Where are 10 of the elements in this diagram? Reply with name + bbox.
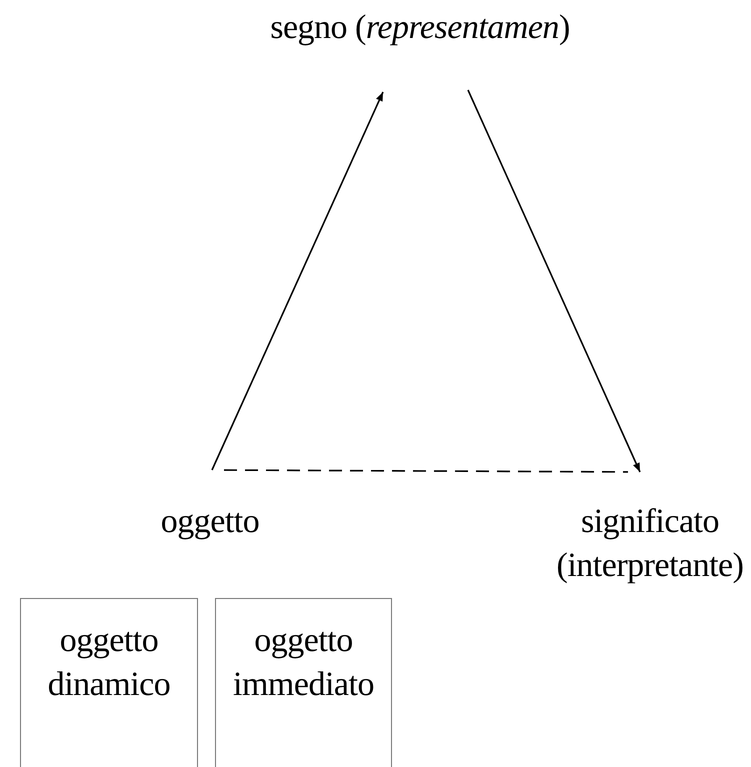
concept-label: significato (interpretante) xyxy=(556,502,744,586)
arrow xyxy=(467,90,641,472)
dashed-line xyxy=(224,469,628,473)
concept-box xyxy=(215,598,392,767)
box-label: oggetto dinamico xyxy=(46,621,172,705)
concept-box xyxy=(20,598,198,767)
arrow xyxy=(211,92,384,470)
concept-label: oggetto xyxy=(160,502,260,542)
box-label: oggetto immediato xyxy=(232,621,375,705)
concept-label: segno (representamen) xyxy=(270,8,570,48)
